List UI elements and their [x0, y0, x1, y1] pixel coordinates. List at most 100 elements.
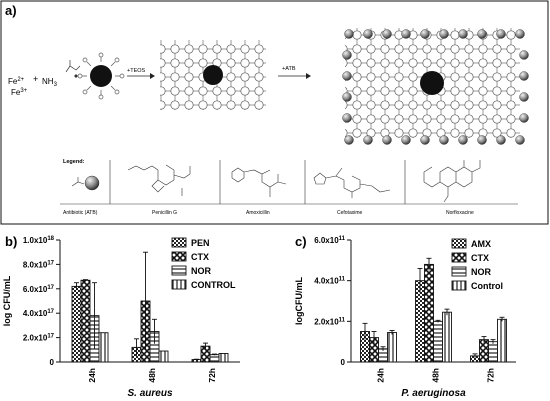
antibiotic-sphere-icon	[439, 135, 449, 145]
reagent-fe2-charge: 2+	[17, 77, 24, 83]
y-tick-label: 0	[50, 358, 55, 367]
antibiotic-loaded-network-icon	[342, 28, 529, 145]
legend-label-pen: PEN	[191, 238, 210, 248]
antibiotic-sphere-icon	[458, 29, 468, 39]
reagent-nh3: NH	[42, 77, 54, 86]
legend-title: Legend:	[63, 159, 85, 165]
antibiotic-sphere-icon	[363, 135, 373, 145]
antibiotic-sphere-icon	[515, 29, 525, 39]
antibiotic-sphere-icon	[342, 71, 352, 81]
x-tick-label: 72h	[486, 368, 496, 383]
legend-label-amx: AMX	[471, 239, 491, 249]
legend-label-nor: NOR	[191, 266, 212, 276]
cefotaxime-structure-icon	[313, 167, 391, 198]
reagents: Fe2+ + NH3 Fe3+	[8, 74, 58, 97]
antibiotic-sphere-icon	[344, 135, 354, 145]
bar-control-48h	[158, 350, 169, 363]
legend-swatch-nor	[451, 266, 467, 277]
antibiotic-sphere-icon	[382, 29, 392, 39]
legend-item-norfloxacine: Norfloxacine	[446, 210, 474, 216]
y-axis-title: log CFU/mL	[2, 275, 12, 326]
chart-c: c) 0 2.0x1011 4.0x1011 6.0x1011 logCFU/mL 24h 4…	[294, 234, 516, 399]
legend-item-amoxicillin: Amoxicillin	[246, 210, 270, 216]
x-tick-label: 48h	[431, 368, 441, 383]
structures-legend: Legend: Antibiotic (ATB) Pe	[60, 159, 518, 216]
svg-text:Fe2+: Fe2+	[8, 77, 25, 86]
bar-nor-72h	[488, 341, 498, 363]
arrow-atb-icon	[278, 73, 311, 79]
antibiotic-sphere-icon	[71, 175, 100, 191]
antibiotic-sphere-icon	[439, 29, 449, 39]
x-tick-label: 24h	[376, 368, 386, 383]
antibiotic-sphere-icon	[363, 29, 373, 39]
antibiotic-sphere-icon	[342, 50, 352, 60]
arrow-teos-label: +TEOS	[127, 68, 146, 74]
y-tick-label: 4.0x1011	[314, 277, 345, 286]
antibiotic-sphere-icon	[477, 29, 487, 39]
x-axis-title: S. aureus	[127, 388, 172, 399]
legend-label-control: CONTROL	[191, 280, 236, 290]
legend-swatch-control	[171, 279, 187, 290]
antibiotic-sphere-icon	[344, 29, 354, 39]
reagent-fe2: Fe	[8, 77, 18, 86]
bar-nor-48h	[433, 320, 443, 363]
legend-label-control: Control	[471, 281, 503, 291]
y-axis-title: logCFU/mL	[294, 277, 304, 325]
y-tick-label: 6.0x1017	[23, 285, 55, 294]
legend-swatch-pen	[171, 237, 187, 248]
arrow-atb-label: +ATB	[282, 66, 296, 72]
reagent-nh3-subscript: 3	[54, 82, 58, 88]
magnetite-nanoparticle-icon	[77, 52, 125, 100]
panel-label: c)	[295, 234, 307, 249]
svg-text:NH3: NH3	[42, 77, 58, 88]
y-tick-label: 4.0x1017	[23, 309, 55, 318]
antibiotic-sphere-icon	[420, 29, 430, 39]
antibiotic-sphere-icon	[515, 135, 525, 145]
bar-control-24h	[387, 332, 397, 363]
bar-nor-72h	[209, 354, 220, 363]
panel-label: b)	[5, 234, 17, 249]
bar-control-72h	[218, 353, 229, 363]
amoxicillin-structure-icon	[231, 167, 287, 197]
legend-label-ctx: CTX	[191, 252, 209, 262]
legend-item-antibiotic: Antibiotic (ATB)	[63, 210, 98, 216]
bar-pen-24h	[71, 285, 82, 363]
antibiotic-sphere-icon	[401, 29, 411, 39]
y-tick-label: 1.0x1018	[23, 236, 55, 245]
legend-swatch-nor	[171, 265, 187, 276]
legend-swatch-control	[451, 280, 467, 291]
y-tick-label: 0	[341, 358, 346, 367]
y-tick-label: 2.0x1017	[23, 334, 55, 343]
reagent-plus: +	[33, 74, 38, 84]
bar-ctx-72h	[479, 339, 489, 363]
antibiotic-sphere-icon	[519, 113, 529, 123]
legend-swatch-amx	[451, 238, 467, 249]
bar-control-48h	[442, 311, 452, 363]
antibiotic-sphere-icon	[420, 135, 430, 145]
x-tick-label: 24h	[87, 368, 97, 383]
reagent-fe3: Fe	[11, 88, 21, 97]
chart-b: b)02.0x10174.0x10176.0x10178.0x10171.0x1…	[2, 234, 240, 399]
silica-coated-particle-icon	[160, 40, 266, 110]
acid-molecule-icon	[65, 60, 81, 78]
antibiotic-sphere-icon	[401, 135, 411, 145]
bar-control-24h	[98, 332, 109, 363]
antibiotic-sphere-icon	[382, 135, 392, 145]
reagent-fe3-charge: 3+	[20, 88, 27, 94]
legend-item-cefotaxime: Cefotaxime	[337, 210, 363, 216]
arrow-teos-icon	[127, 73, 155, 79]
x-tick-label: 72h	[207, 368, 217, 383]
bar-ctx-48h	[424, 263, 434, 363]
antibiotic-sphere-icon	[519, 71, 529, 81]
x-tick-label: 48h	[147, 368, 157, 383]
bar-ctx-24h	[80, 279, 91, 363]
antibiotic-sphere-icon	[496, 29, 506, 39]
y-tick-label: 2.0x1011	[314, 317, 345, 326]
y-tick-label: 6.0x1011	[314, 236, 345, 245]
legend-swatch-ctx	[171, 251, 187, 262]
legend-item-penicillin-g: Penicillin G	[152, 210, 177, 216]
antibiotic-sphere-icon	[496, 135, 506, 145]
antibiotic-sphere-icon	[342, 113, 352, 123]
svg-text:Fe3+: Fe3+	[11, 88, 28, 97]
